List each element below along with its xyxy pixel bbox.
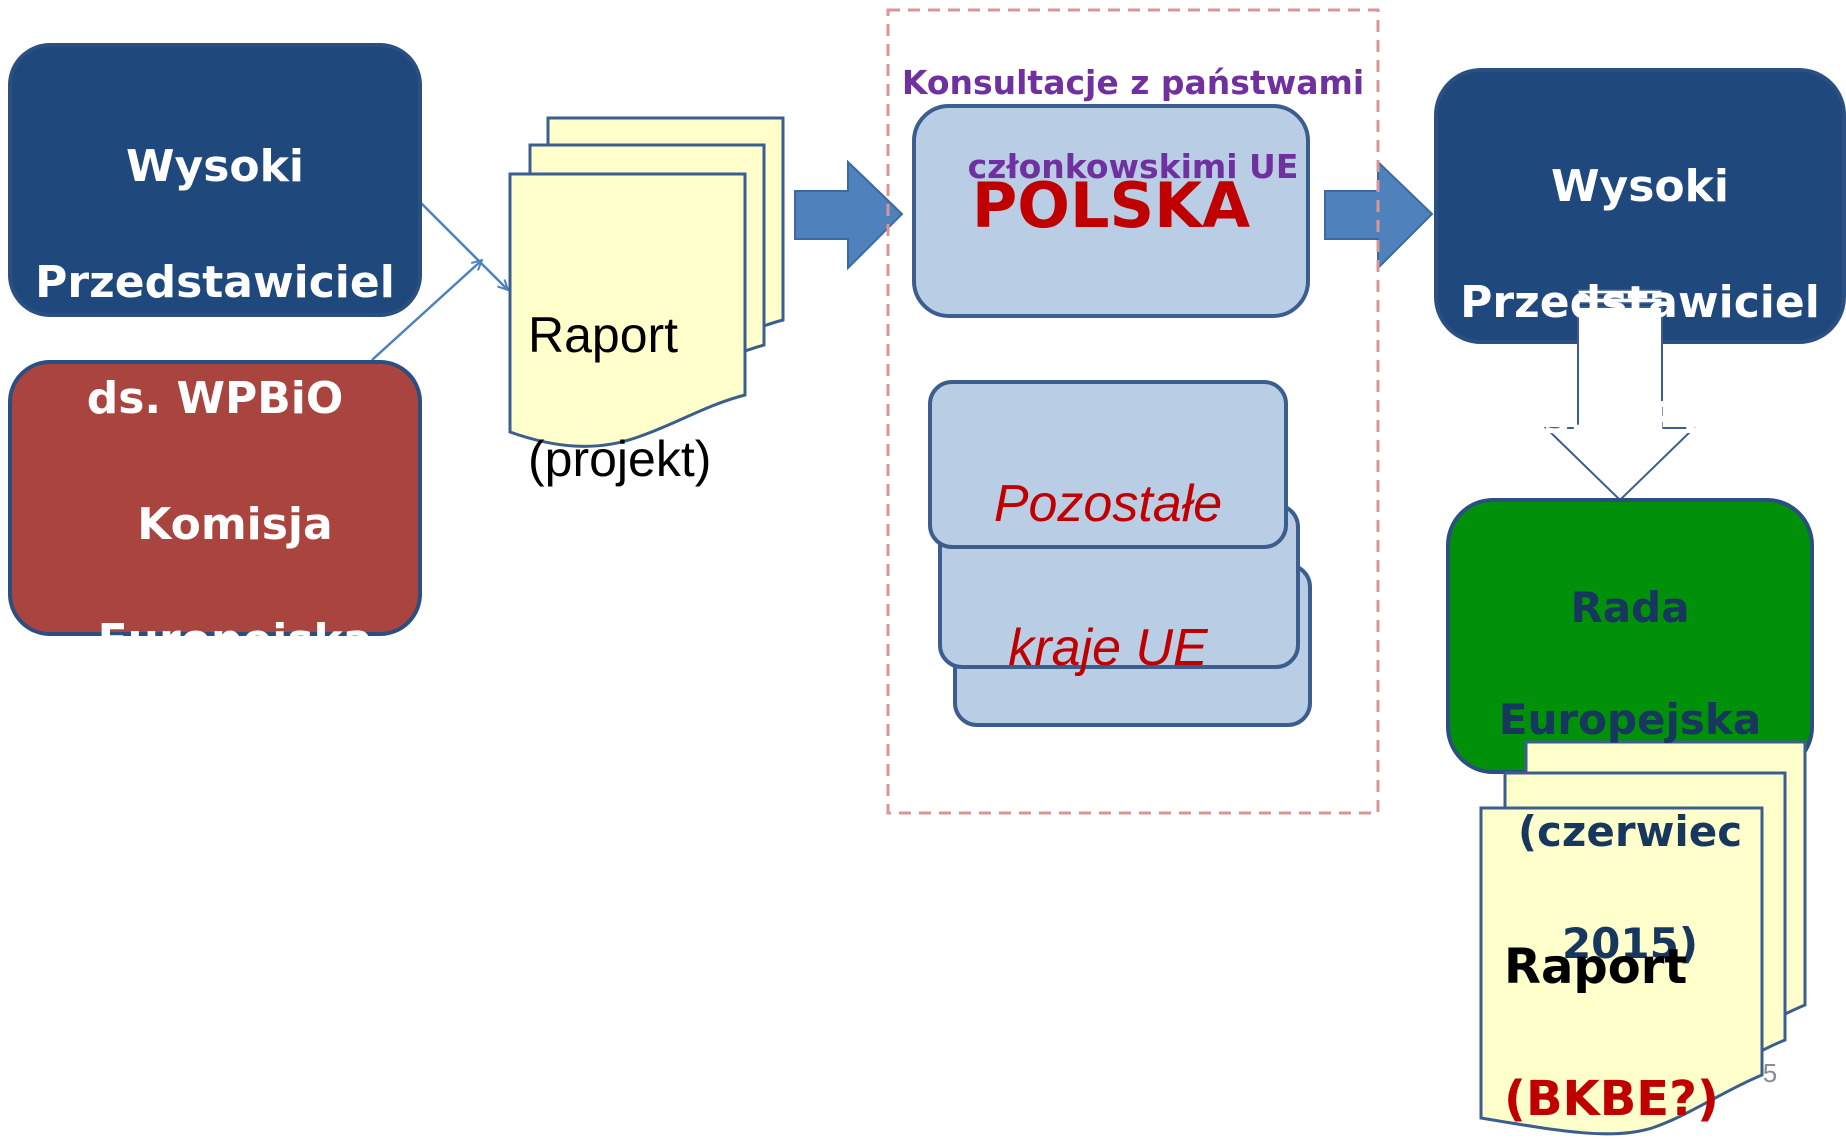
consultation-group-border (886, 8, 1380, 815)
down-arrow-to-council (1543, 289, 1697, 502)
high-rep-left-label: Wysoki Przedstawiciel ds. WPBiO (10, 80, 420, 428)
block-arrow-to-consultation (794, 159, 904, 271)
report-final-label: Raport (BKBE?) (1504, 868, 1774, 1132)
european-council-label: Rada Europejska (czerwiec 2015) (1448, 524, 1812, 972)
other-countries-box (928, 380, 1288, 549)
report-final-line-2: (BKBE?) (1504, 1071, 1719, 1127)
report-draft-line-2: (projekt) (528, 431, 712, 487)
report-final-doc-stack (1479, 740, 1807, 1136)
report-draft-label: Raport (projekt) (528, 242, 753, 490)
european-council-line-3: (czerwiec (1517, 807, 1743, 856)
european-council-line-1: Rada (1570, 583, 1690, 632)
commission-line-2: Europejska (97, 615, 373, 666)
high-rep-right-line-3: ds. WPBiO (1511, 393, 1769, 444)
consultation-title-line-2: członkowskimi UE (967, 147, 1299, 186)
high-rep-left-box (8, 43, 422, 317)
other-countries-line-1: Pozostałe (993, 475, 1223, 533)
high-rep-right-line-2: Przedstawiciel (1460, 277, 1820, 328)
commission-box (8, 360, 422, 636)
high-rep-left-line-2: Przedstawiciel (35, 257, 395, 308)
other-countries-label: Pozostałe kraje UE (930, 396, 1286, 684)
report-draft-line-1: Raport (528, 307, 679, 363)
consultation-title-line-1: Konsultacje z państwami (901, 63, 1365, 102)
commission-label: Komisja Europejska (30, 438, 440, 670)
high-rep-right-label: Wysoki Przedstawiciel ds. WPBiO (1436, 100, 1844, 448)
high-rep-right-line-1: Wysoki (1551, 161, 1729, 212)
european-council-line-2: Europejska (1498, 695, 1762, 744)
other-countries-line-2: kraje UE (1008, 619, 1208, 677)
commission-line-1: Komisja (137, 499, 333, 550)
high-rep-left-line-3: ds. WPBiO (86, 373, 344, 424)
connector-high-rep-to-report (419, 201, 508, 290)
page-number: 5 (1762, 1058, 1778, 1088)
high-rep-left-line-1: Wysoki (126, 141, 304, 192)
connector-commission-to-report (371, 260, 482, 361)
poland-box (912, 104, 1310, 318)
report-draft-doc-stack (508, 116, 785, 448)
report-final-line-1: Raport (1504, 939, 1688, 995)
poland-label: POLSKA (971, 169, 1251, 242)
consultation-title: Konsultacje z państwami członkowskimi UE (888, 20, 1378, 188)
european-council-line-4: 2015) (1561, 919, 1699, 968)
